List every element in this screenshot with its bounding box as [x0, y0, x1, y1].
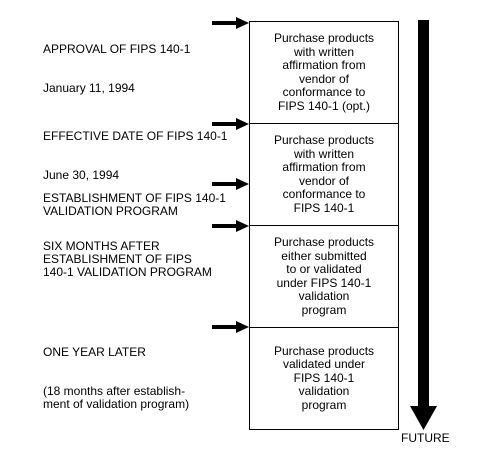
milestone-title: ESTABLISHMENT OF FIPS 140-1 VALIDATION P… [43, 191, 226, 218]
phase-box-4: Purchase products validated under FIPS 1… [249, 327, 399, 430]
arrow-right-icon [212, 17, 249, 29]
milestone-establishment: ESTABLISHMENT OF FIPS 140-1 VALIDATION P… [43, 166, 226, 231]
arrow-right-icon [212, 321, 249, 333]
phase-box-1: Purchase products with written affirmati… [249, 21, 399, 124]
arrow-right-icon [212, 178, 249, 190]
milestone-date: June 30, 1994 [43, 168, 120, 182]
arrow-right-icon [212, 220, 249, 232]
milestone-date: January 11, 1994 [43, 81, 135, 95]
milestone-note: (18 months after establish- ment of vali… [43, 384, 190, 411]
milestone-arrows [212, 17, 249, 333]
timeline-arrow-icon [410, 20, 437, 430]
phase-box-2: Purchase products with written affirmati… [249, 123, 399, 226]
phase-text: Purchase products either submitted to or… [273, 235, 375, 317]
milestone-approval: APPROVAL OF FIPS 140-1 January 11, 1994 [43, 17, 190, 108]
milestone-effective-date: EFFECTIVE DATE OF FIPS 140-1 June 30, 19… [43, 104, 227, 195]
milestone-title: APPROVAL OF FIPS 140-1 [43, 42, 191, 56]
milestone-six-months: SIX MONTHS AFTER ESTABLISHMENT OF FIPS 1… [43, 214, 212, 292]
milestone-title: SIX MONTHS AFTER ESTABLISHMENT OF FIPS 1… [43, 239, 212, 279]
phase-text: Purchase products validated under FIPS 1… [273, 343, 375, 412]
phase-text: Purchase products with written affirmati… [273, 31, 375, 113]
milestone-one-year: ONE YEAR LATER (18 months after establis… [43, 320, 189, 424]
future-label: FUTURE [401, 431, 450, 445]
milestone-title: EFFECTIVE DATE OF FIPS 140-1 [43, 129, 228, 143]
milestone-title: ONE YEAR LATER [43, 345, 146, 359]
phase-text: Purchase products with written affirmati… [273, 133, 375, 215]
arrow-right-icon [212, 118, 249, 130]
phase-box-3: Purchase products either submitted to or… [249, 225, 399, 328]
